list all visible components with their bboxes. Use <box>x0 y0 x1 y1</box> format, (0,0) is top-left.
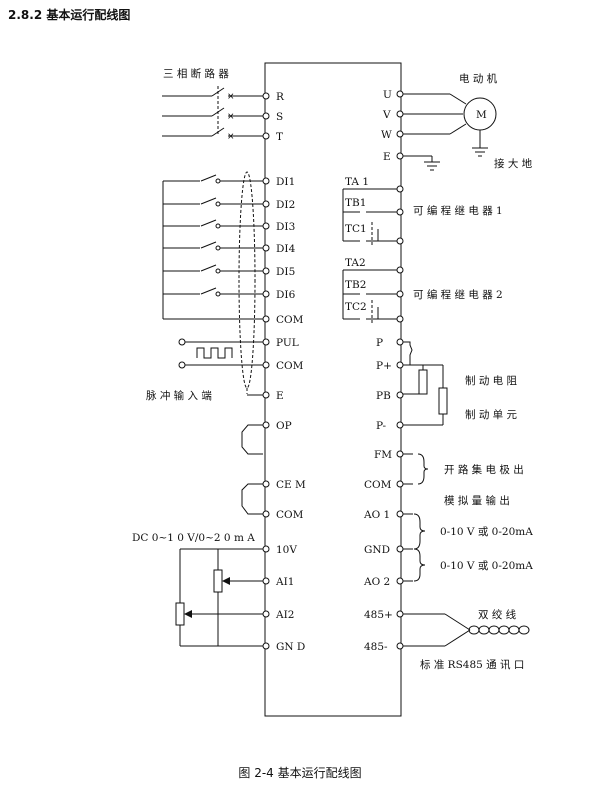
breaker-symbol: × × × <box>162 86 266 142</box>
motor-symbol: M <box>476 109 487 121</box>
terminal-ta1: TA 1 <box>345 176 369 188</box>
terminal-pb: PB <box>376 390 391 402</box>
breaker-label: 三 相 断 路 器 <box>163 67 229 80</box>
right-terminals: U V W E TA 1 TB1 TC1 TA2 TB2 TC2 P P+ PB… <box>345 89 404 653</box>
left-terminals: R S T DI1 DI2 DI3 DI4 DI5 DI6 COM PUL CO… <box>262 91 306 653</box>
terminal-tb2: TB2 <box>345 279 366 291</box>
terminal-ao2: AO 2 <box>363 576 390 588</box>
braking-wiring <box>403 341 448 426</box>
terminal-p-minus: P- <box>376 420 386 432</box>
terminal-di1: DI1 <box>276 176 295 188</box>
terminal-p-plus: P+ <box>376 360 392 372</box>
pulse-input-label: 脉 冲 输 入 端 <box>146 389 212 402</box>
terminal-di3: DI3 <box>276 221 295 233</box>
terminal-485-minus: 485- <box>364 641 388 653</box>
relay-1-label: 可 编 程 继 电 器 1 <box>413 204 503 217</box>
terminal-r: R <box>276 91 285 103</box>
relay-2-wiring <box>342 269 397 323</box>
figure-caption: 图 2-4 基本运行配线图 <box>238 766 362 780</box>
terminal-v: V <box>382 109 391 121</box>
terminal-s: S <box>276 111 283 123</box>
terminal-tb1: TB1 <box>345 197 366 209</box>
terminal-op: OP <box>276 420 292 432</box>
terminal-ta2: TA2 <box>345 257 366 269</box>
terminal-com-3: COM <box>276 509 304 521</box>
terminal-com-right: COM <box>364 479 392 491</box>
terminal-gnd-left: GN D <box>276 641 305 653</box>
terminal-gnd-right: GND <box>364 544 390 556</box>
terminal-di4: DI4 <box>276 243 296 255</box>
rs485-twisted-pair <box>403 613 530 647</box>
ao1-range-label: 0-10 V 或 0-20mA <box>440 526 533 538</box>
op-jumper <box>241 424 263 455</box>
ao2-range-label: 0-10 V 或 0-20mA <box>440 560 533 572</box>
motor-wiring <box>403 93 497 171</box>
terminal-com-2: COM <box>276 360 304 372</box>
terminal-t: T <box>276 131 283 143</box>
terminal-ai2: AI2 <box>275 609 294 621</box>
svg-text:×: × <box>227 132 235 142</box>
relay-2-label: 可 编 程 继 电 器 2 <box>413 288 503 301</box>
analog-supply-label: DC 0~1 0 V/0~2 0 m A <box>132 532 255 544</box>
pulse-input-source <box>178 338 263 369</box>
terminal-di6: DI6 <box>276 289 296 301</box>
brake-unit-label: 制 动 单 元 <box>465 408 518 421</box>
open-collector-brace <box>403 453 429 485</box>
rs485-label: 标 准 RS485 通 讯 口 <box>420 658 524 671</box>
terminal-485-plus: 485+ <box>364 609 393 621</box>
terminal-e-right: E <box>383 151 391 163</box>
terminal-u: U <box>383 89 392 101</box>
section-heading: 2.8.2 基本运行配线图 <box>8 8 131 22</box>
brake-resistor-label: 制 动 电 阻 <box>465 374 518 387</box>
terminal-ai1: AI1 <box>275 576 294 588</box>
terminal-cem: CE M <box>276 479 306 491</box>
motor-label: 电 动 机 <box>459 72 498 85</box>
terminal-10v: 10V <box>276 544 297 556</box>
open-collector-label: 开 路 集 电 极 出 <box>444 463 524 476</box>
terminal-fm: FM <box>374 449 392 461</box>
analog-output-braces <box>403 513 426 582</box>
analog-input-wiring <box>175 548 263 647</box>
terminal-pul: PUL <box>276 337 299 349</box>
terminal-com-1: COM <box>276 314 304 326</box>
terminal-e-left: E <box>276 390 284 402</box>
svg-text:×: × <box>227 92 235 102</box>
analog-output-label: 模 拟 量 输 出 <box>444 494 510 507</box>
twisted-pair-label: 双 绞 线 <box>478 608 517 621</box>
relay-1-wiring <box>342 188 397 245</box>
terminal-tc2: TC2 <box>345 301 367 313</box>
digital-input-switches <box>162 171 263 396</box>
terminal-p: P <box>376 337 383 349</box>
terminal-di2: DI2 <box>276 199 295 211</box>
ground-label: 接 大 地 <box>494 157 533 170</box>
cem-jumper <box>241 483 263 515</box>
terminal-tc1: TC1 <box>345 223 367 235</box>
terminal-ao1: AO 1 <box>363 509 390 521</box>
terminal-di5: DI5 <box>276 266 295 278</box>
terminal-w: W <box>381 129 392 141</box>
drive-body <box>264 62 402 717</box>
svg-text:×: × <box>227 112 235 122</box>
